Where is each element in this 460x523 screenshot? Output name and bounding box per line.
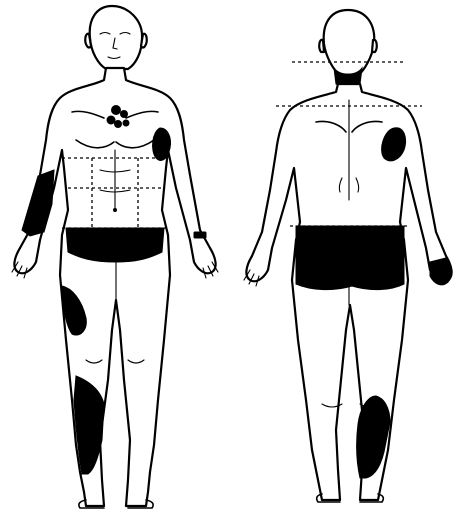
back-left-hand-shading (430, 258, 452, 285)
front-head (85, 6, 146, 69)
front-right-forearm-shading (22, 170, 54, 236)
front-body-outline (14, 68, 215, 506)
back-buttocks-shading (296, 226, 404, 290)
front-left-chest-shading (153, 128, 171, 160)
front-view-figure (12, 6, 218, 508)
back-view-figure (244, 10, 452, 502)
front-lower-abdomen-shading (66, 228, 164, 262)
back-head (319, 10, 376, 76)
